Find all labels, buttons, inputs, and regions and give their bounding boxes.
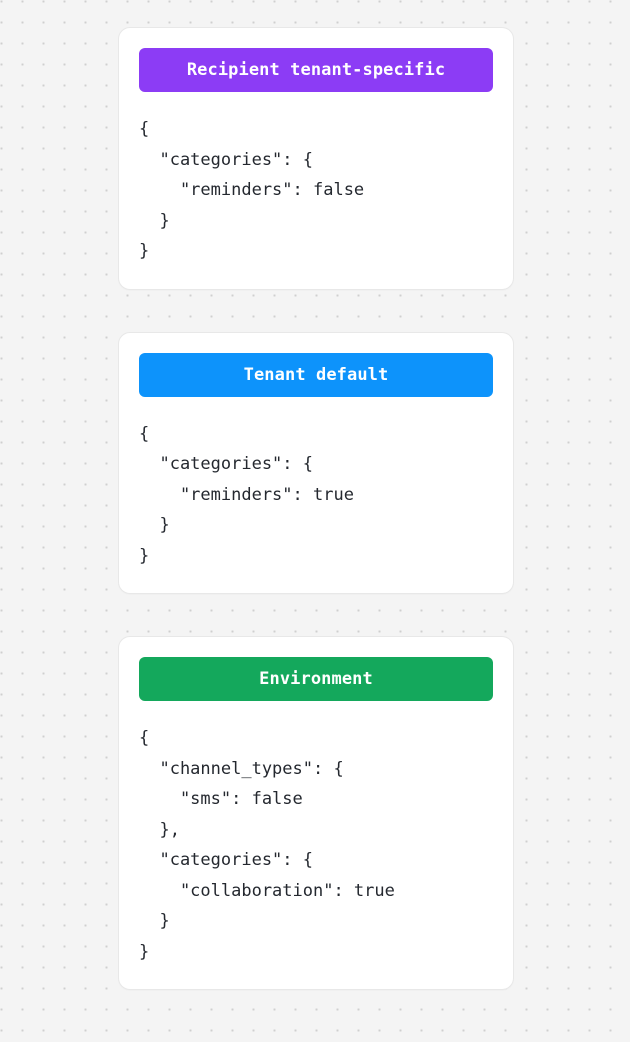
card-code-recipient-tenant-specific: { "categories": { "reminders": false } } bbox=[139, 119, 365, 261]
card-badge-recipient-tenant-specific: Recipient tenant-specific bbox=[139, 48, 493, 92]
card-code-tenant-default: { "categories": { "reminders": true } } bbox=[139, 423, 354, 566]
card-tenant-default: Tenant default { "categories": { "remind… bbox=[119, 332, 513, 593]
card-badge-environment: Environment bbox=[139, 657, 493, 701]
preference-layer-stack: Recipient tenant-specific { "categories"… bbox=[119, 28, 513, 989]
card-badge-tenant-default: Tenant default bbox=[139, 352, 493, 397]
card-environment: Environment { "channel_types": { "sms": … bbox=[119, 637, 513, 989]
card-code-environment: { "channel_types": { "sms": false }, "ca… bbox=[139, 728, 395, 962]
card-recipient-tenant-specific: Recipient tenant-specific { "categories"… bbox=[119, 28, 513, 289]
